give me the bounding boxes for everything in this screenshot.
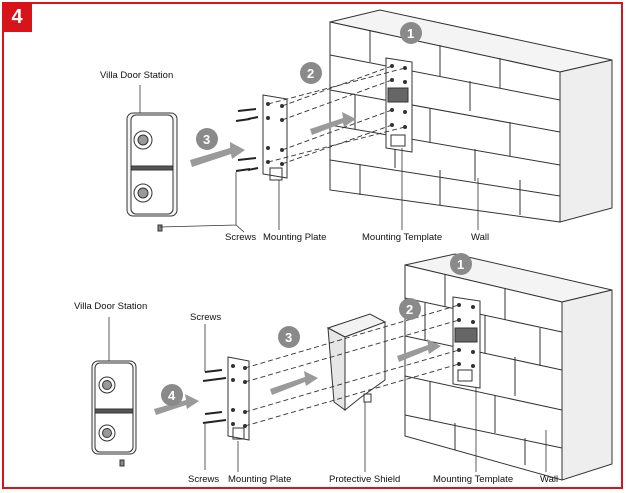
svg-text:4: 4	[168, 388, 176, 403]
diagram-frame	[2, 2, 623, 489]
top-arrows	[190, 112, 356, 167]
bottom-badges: 1 2 3 4	[161, 253, 472, 406]
bottom-screws	[202, 369, 227, 424]
bottom-arrows	[154, 339, 441, 415]
svg-text:1: 1	[407, 26, 414, 41]
bottom-wall-label: Wall	[540, 474, 559, 485]
bottom-mounting-plate	[227, 356, 250, 441]
top-mounting-plate	[262, 94, 288, 181]
top-wall	[329, 9, 613, 223]
svg-text:2: 2	[406, 302, 413, 317]
bottom-screws-bottom-label: Screws	[188, 474, 220, 485]
top-wall-label: Wall	[471, 232, 490, 243]
top-mounting-template	[385, 57, 413, 153]
top-door-station	[126, 112, 178, 232]
bottom-screws-top-label: Screws	[190, 312, 222, 323]
top-screws	[235, 108, 259, 172]
top-screws-label: Screws	[225, 232, 257, 243]
bottom-alignment-lines	[244, 304, 460, 427]
top-villa-door-station-label: Villa Door Station	[100, 70, 174, 81]
svg-text:2: 2	[307, 66, 314, 81]
bottom-door-station	[91, 360, 137, 467]
svg-text:3: 3	[285, 330, 292, 345]
bottom-villa-door-station-label: Villa Door Station	[74, 301, 148, 312]
bottom-wall	[404, 253, 613, 481]
top-badges: 1 2 3	[196, 22, 422, 150]
top-alignment-lines	[267, 65, 406, 165]
bottom-mounting-plate-label: Mounting Plate	[228, 474, 292, 485]
top-mounting-plate-label: Mounting Plate	[263, 232, 327, 243]
top-mounting-template-label: Mounting Template	[362, 232, 443, 243]
bottom-protective-shield-label: Protective Shield	[329, 474, 401, 485]
bottom-protective-shield	[326, 313, 387, 412]
bottom-mounting-template-label: Mounting Template	[433, 474, 514, 485]
step-number-tab: 4	[2, 2, 32, 32]
bottom-mounting-template	[452, 296, 481, 389]
svg-text:1: 1	[457, 257, 464, 272]
svg-text:3: 3	[203, 132, 210, 147]
